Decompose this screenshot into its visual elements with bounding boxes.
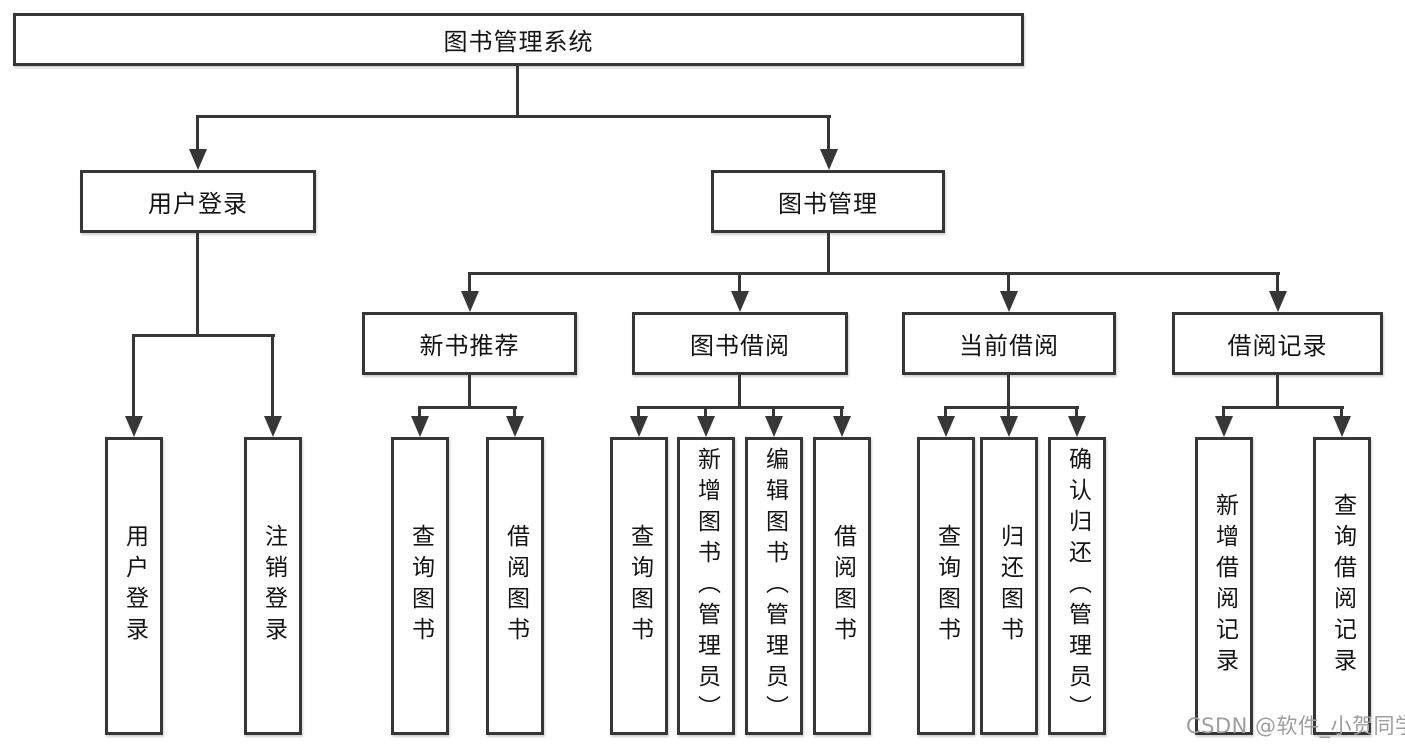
arrowhead-leaf-edit-books-admin — [765, 416, 783, 437]
node-label: 图书借阅 — [690, 332, 790, 360]
leaf-user-login: 用户登录 — [105, 437, 163, 735]
connector-borrowing-records-stem — [1276, 373, 1279, 409]
connector-leaf-stem — [637, 406, 640, 418]
node-user-login: 用户登录 — [80, 170, 316, 233]
connector-book-management-stem — [827, 230, 830, 275]
connector-leaf-stem — [418, 406, 421, 418]
connector-to-leaf-login-stem — [132, 334, 135, 416]
leaf-label: 归还图书 — [996, 524, 1023, 648]
connector-borrowing-records-branch — [1222, 406, 1344, 409]
connector-to-current-borrowing-stem — [1007, 272, 1010, 294]
node-label: 图书管理系统 — [443, 28, 594, 56]
connector-book-borrowing-branch — [637, 406, 844, 409]
connector-to-book-management-stem — [827, 115, 830, 151]
leaf-borrow-books-recommend: 借阅图书 — [486, 437, 544, 735]
node-label: 借阅记录 — [1227, 332, 1328, 360]
node-new-book-recommend: 新书推荐 — [362, 312, 577, 375]
connector-current-borrowing-stem — [1007, 373, 1010, 409]
leaf-add-borrow-record: 新增借阅记录 — [1195, 437, 1253, 735]
node-label: 当前借阅 — [959, 332, 1059, 360]
node-library-management-system: 图书管理系统 — [13, 13, 1024, 66]
leaf-label: 新增图书（管理员） — [693, 446, 720, 726]
connector-leaf-stem — [1222, 406, 1225, 418]
leaf-label: 用户登录 — [121, 524, 148, 648]
leaf-label: 借阅图书 — [829, 524, 856, 648]
arrowhead-leaf-confirm-return-admin — [1068, 416, 1086, 437]
arrowhead-borrowing-records — [1269, 291, 1287, 312]
connector-leaf-stem — [513, 406, 516, 418]
connector-to-leaf-logout-stem — [271, 334, 274, 416]
leaf-add-books-admin: 新增图书（管理员） — [677, 437, 735, 735]
arrowhead-new-book-recommend — [461, 291, 479, 312]
connector-leaf-stem — [1075, 406, 1078, 418]
leaf-label: 查询图书 — [407, 524, 434, 648]
node-book-borrowing: 图书借阅 — [632, 312, 848, 375]
connector-root-branch — [197, 115, 831, 118]
connector-book-management-branch — [468, 272, 1280, 275]
csdn-watermark: CSDN @软件_小贺同学 — [1186, 714, 1405, 738]
arrowhead-leaf-borrow-books-rec — [506, 416, 524, 437]
leaf-label: 编辑图书（管理员） — [761, 446, 788, 726]
leaf-confirm-return-admin: 确认归还（管理员） — [1048, 437, 1106, 735]
node-book-management: 图书管理 — [711, 170, 945, 233]
arrowhead-leaf-login — [125, 416, 143, 437]
arrowhead-book-management — [820, 149, 838, 170]
connector-root-stem — [516, 63, 519, 118]
connector-leaf-stem — [704, 406, 707, 418]
leaf-query-books-current: 查询图书 — [917, 437, 975, 735]
node-current-borrowing: 当前借阅 — [902, 312, 1116, 375]
leaf-label: 借阅图书 — [502, 524, 529, 648]
connector-to-borrowing-records-stem — [1276, 272, 1279, 294]
connector-leaf-stem — [1340, 406, 1343, 418]
connector-user-login-stem — [196, 230, 199, 337]
arrowhead-leaf-query-books-borrow — [630, 416, 648, 437]
leaf-label: 查询图书 — [933, 524, 960, 648]
leaf-edit-books-admin: 编辑图书（管理员） — [745, 437, 803, 735]
leaf-query-books-recommend: 查询图书 — [391, 437, 449, 735]
connector-user-login-branch — [132, 334, 275, 337]
connector-to-book-borrowing-stem — [738, 272, 741, 294]
arrowhead-leaf-query-books-current — [937, 416, 955, 437]
connector-leaf-stem — [840, 406, 843, 418]
arrowhead-leaf-query-borrow-record — [1333, 416, 1351, 437]
leaf-label: 查询借阅记录 — [1329, 493, 1356, 679]
arrowhead-leaf-return-books — [1000, 416, 1018, 437]
connector-leaf-stem — [772, 406, 775, 418]
node-label: 用户登录 — [148, 190, 248, 218]
connector-leaf-stem — [944, 406, 947, 418]
leaf-query-borrow-record: 查询借阅记录 — [1313, 437, 1371, 735]
leaf-label: 确认归还（管理员） — [1064, 446, 1091, 726]
leaf-query-books-borrowing: 查询图书 — [610, 437, 668, 735]
connector-leaf-stem — [1007, 406, 1010, 418]
leaf-label: 新增借阅记录 — [1211, 493, 1238, 679]
leaf-logout: 注销登录 — [244, 437, 302, 735]
connector-new-book-stem — [468, 373, 471, 409]
node-label: 新书推荐 — [419, 332, 520, 360]
connector-to-user-login-stem — [196, 115, 199, 151]
leaf-return-books: 归还图书 — [980, 437, 1038, 735]
arrowhead-leaf-logout — [264, 416, 282, 437]
node-label: 图书管理 — [778, 190, 878, 218]
arrowhead-current-borrowing — [1000, 291, 1018, 312]
connector-book-borrowing-stem — [738, 373, 741, 409]
arrowhead-leaf-query-books-rec — [411, 416, 429, 437]
node-borrowing-records: 借阅记录 — [1172, 312, 1383, 375]
connector-new-book-branch — [418, 406, 517, 409]
arrowhead-leaf-add-borrow-record — [1215, 416, 1233, 437]
leaf-label: 注销登录 — [260, 524, 287, 648]
arrowhead-book-borrowing — [731, 291, 749, 312]
arrowhead-user-login — [189, 149, 207, 170]
connector-current-borrowing-branch — [944, 406, 1079, 409]
leaf-label: 查询图书 — [626, 524, 653, 648]
arrowhead-leaf-borrow-books — [833, 416, 851, 437]
leaf-borrow-books: 借阅图书 — [813, 437, 871, 735]
connector-to-new-book-stem — [468, 272, 471, 294]
arrowhead-leaf-add-books-admin — [697, 416, 715, 437]
